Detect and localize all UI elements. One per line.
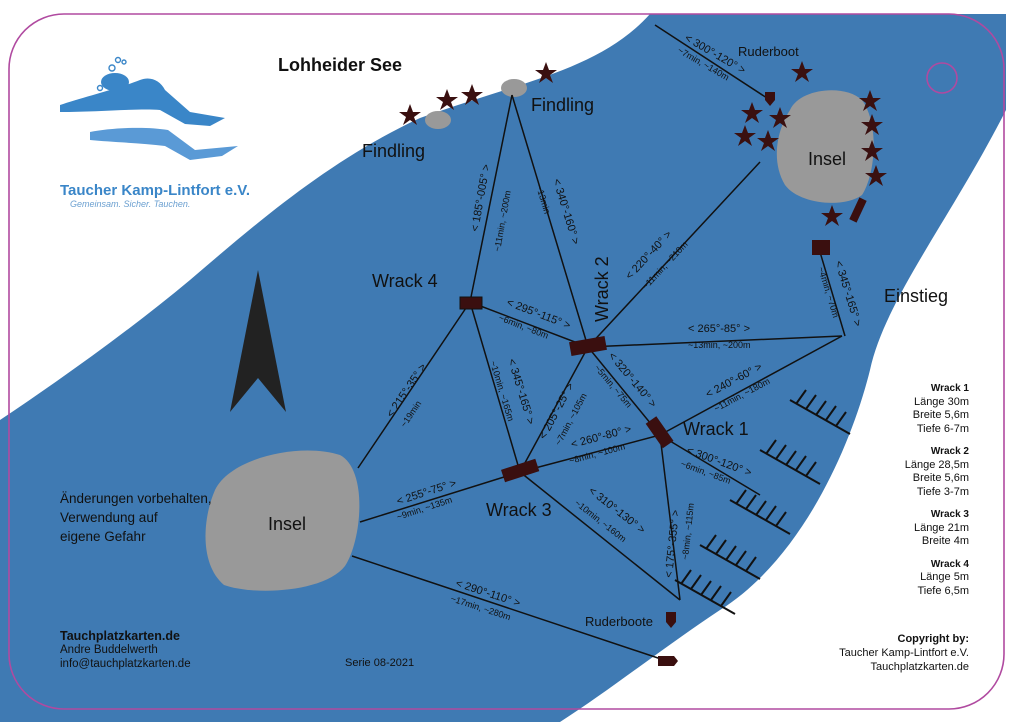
findling-rock-left xyxy=(425,111,451,129)
island-left xyxy=(205,450,360,591)
copyright-line: Tauchplatzkarten.de xyxy=(870,661,969,673)
card-frame xyxy=(8,13,1005,710)
label-wrack-4: Wrack 4 xyxy=(372,271,438,291)
spec-line: Breite 5,6m xyxy=(912,409,969,421)
jetty-marker xyxy=(849,197,867,223)
spec-line: Breite 5,6m xyxy=(912,472,969,484)
disclaimer-text: Änderungen vorbehalten, Verwendung auf e… xyxy=(60,489,212,546)
club-slogan: Gemeinsam. Sicher. Tauchen. xyxy=(70,199,191,209)
spec-line: Länge 5m xyxy=(920,571,969,583)
island-right xyxy=(776,90,874,203)
route-lines xyxy=(351,24,846,661)
rowboat-marker xyxy=(765,92,775,106)
north-arrow-icon xyxy=(230,270,286,412)
wreck-4-marker xyxy=(459,296,483,310)
label-ruderboot: Ruderboot xyxy=(738,44,799,59)
label-wrack-3: Wrack 3 xyxy=(486,500,552,520)
copyright-line: Taucher Kamp-Lintfort e.V. xyxy=(839,647,969,659)
label-einstieg: Einstieg xyxy=(884,286,948,306)
wreck-1-marker xyxy=(645,416,674,449)
copyright-label: Copyright by: xyxy=(897,633,970,645)
label-insel-left: Insel xyxy=(268,514,306,534)
punch-hole xyxy=(926,62,958,94)
route-bearing: < 265°-85° > xyxy=(688,323,750,335)
rowboat-marker xyxy=(658,656,678,666)
spec-line: Tiefe 6-7m xyxy=(916,422,969,435)
spec-line: Tiefe 3-7m xyxy=(916,485,969,498)
footer-credits: Tauchplatzkarten.de Andre Buddelwerth in… xyxy=(60,629,191,671)
wreck-3-marker xyxy=(501,458,540,483)
findling-rock-top xyxy=(501,79,527,97)
spec-line: Breite 4m xyxy=(921,535,969,547)
wreck-2-marker xyxy=(569,335,607,357)
spec-line: Tiefe 6,5m xyxy=(917,584,969,597)
disclaimer-line: Änderungen vorbehalten, xyxy=(60,491,212,506)
diver-logo xyxy=(60,56,238,160)
entry-marker xyxy=(812,240,830,255)
spec-heading: Wrack 1 xyxy=(930,383,969,394)
label-findling-left: Findling xyxy=(362,141,425,161)
spec-heading: Wrack 4 xyxy=(930,558,969,570)
wreck-specs: Wrack 1 Länge 30m Breite 5,6m Tiefe 6-7m… xyxy=(905,382,969,598)
copyright-block: Copyright by: Taucher Kamp-Lintfort e.V.… xyxy=(839,632,969,674)
label-wrack-1: Wrack 1 xyxy=(683,419,749,439)
label-wrack-2: Wrack 2 xyxy=(592,256,612,322)
spec-line: Länge 30m xyxy=(913,395,969,408)
disclaimer-line: Verwendung auf xyxy=(60,510,158,525)
disclaimer-line: eigene Gefahr xyxy=(60,529,146,544)
spec-line: Länge 21m xyxy=(913,521,969,534)
footer-email: info@tauchplatzkarten.de xyxy=(60,658,191,670)
series-label: Serie 08-2021 xyxy=(345,657,415,669)
rowboat-marker xyxy=(666,612,676,628)
map-labels: Findling Findling Insel Insel Wrack 4 Wr… xyxy=(268,44,948,629)
label-findling-top: Findling xyxy=(531,95,594,115)
club-name: Taucher Kamp-Lintfort e.V. xyxy=(60,182,251,199)
spec-heading: Wrack 2 xyxy=(930,446,969,457)
label-insel-right: Insel xyxy=(808,149,846,169)
lake-title: Lohheider See xyxy=(278,55,403,75)
footer-author: Andre Buddelwerth xyxy=(60,644,158,656)
spec-line: Länge 28,5m xyxy=(904,458,969,471)
footer-site: Tauchplatzkarten.de xyxy=(60,629,180,643)
spec-heading: Wrack 3 xyxy=(930,509,969,520)
route-detail: ~13min, ~200m xyxy=(688,340,751,350)
label-ruderboote: Ruderboote xyxy=(585,614,653,629)
